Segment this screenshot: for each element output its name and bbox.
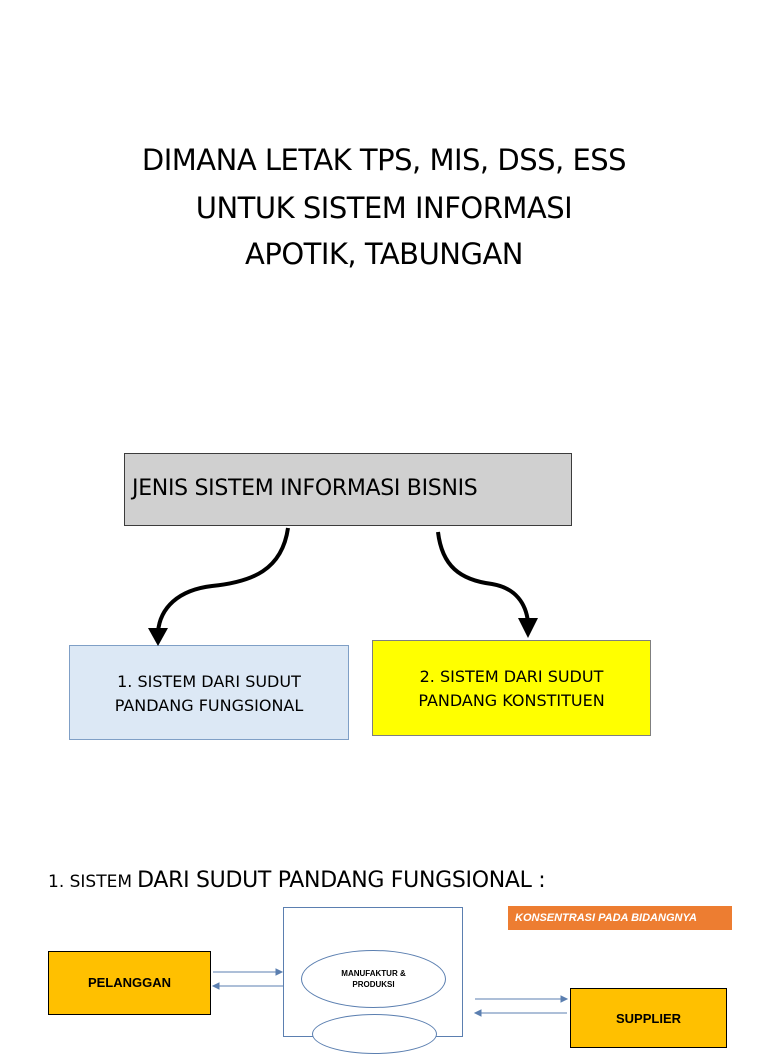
pelanggan-node: PELANGGAN bbox=[48, 951, 211, 1015]
diagram-arrows bbox=[148, 527, 569, 1017]
title-line-2: UNTUK SISTEM INFORMASI bbox=[195, 191, 573, 225]
fungsional-line-2: PANDANG FUNGSIONAL bbox=[114, 696, 304, 715]
arrow-head-fungsional bbox=[148, 628, 168, 646]
title-line-1: DIMANA LETAK TPS, MIS, DSS, ESS bbox=[141, 143, 627, 177]
supplier-label: SUPPLIER bbox=[615, 1011, 681, 1026]
manufaktur-line-1: MANUFAKTUR & bbox=[341, 969, 406, 978]
fungsional-line-1: 1. SISTEM DARI SUDUT bbox=[117, 672, 301, 691]
arrow-to-konstituen bbox=[436, 531, 530, 623]
konstituen-box: 2. SISTEM DARI SUDUT PANDANG KONSTITUEN bbox=[372, 640, 651, 736]
jenis-sistem-box: JENIS SISTEM INFORMASI BISNIS bbox=[124, 453, 572, 526]
jenis-sistem-label: JENIS SISTEM INFORMASI BISNIS bbox=[132, 476, 478, 501]
supplier-node: SUPPLIER bbox=[570, 988, 727, 1048]
konstituen-line-2: PANDANG KONSTITUEN bbox=[418, 691, 605, 710]
section-heading: 1. SISTEM DARI SUDUT PANDANG FUNGSIONAL … bbox=[48, 868, 546, 893]
section-heading-prefix: 1. SISTEM bbox=[48, 872, 133, 892]
fungsional-box: 1. SISTEM DARI SUDUT PANDANG FUNGSIONAL bbox=[69, 645, 349, 740]
section-heading-rest: DARI SUDUT PANDANG FUNGSIONAL : bbox=[137, 868, 546, 893]
pelanggan-arrows bbox=[211, 968, 284, 990]
manufaktur-node: MANUFAKTUR & PRODUKSI bbox=[301, 950, 446, 1008]
konsentrasi-banner: KONSENTRASI PADA BIDANGNYA bbox=[508, 906, 732, 930]
arrow-head-konstituen bbox=[518, 618, 538, 638]
pelanggan-label: PELANGGAN bbox=[87, 975, 172, 990]
konstituen-line-1: 2. SISTEM DARI SUDUT bbox=[419, 667, 604, 686]
title-line-3: APOTIK, TABUNGAN bbox=[245, 237, 524, 271]
functional-node-2 bbox=[312, 1014, 437, 1054]
supplier-arrows bbox=[473, 995, 569, 1017]
manufaktur-line-2: PRODUKSI bbox=[352, 980, 395, 989]
arrow-to-fungsional bbox=[156, 527, 290, 633]
